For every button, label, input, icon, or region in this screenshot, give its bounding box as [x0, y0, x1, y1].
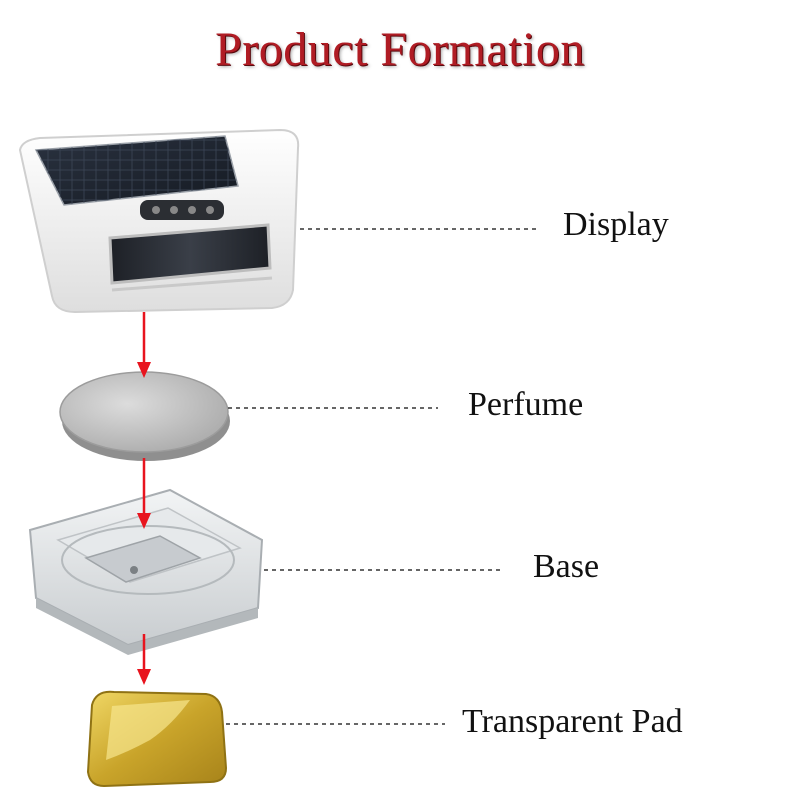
control-button-icon	[206, 206, 214, 214]
button-panel	[140, 200, 224, 220]
leader-lines	[226, 228, 540, 725]
lcd-screen	[108, 223, 272, 285]
display-device-illustration	[18, 128, 300, 314]
flow-arrows	[137, 312, 151, 685]
base-screw-icon	[130, 566, 138, 574]
label-transparent-pad: Transparent Pad	[462, 703, 683, 740]
base-illustration	[28, 488, 264, 655]
label-perfume: Perfume	[468, 386, 584, 423]
arrow-head-icon	[137, 513, 151, 529]
arrow-head-icon	[137, 669, 151, 685]
page-title: Product Formation	[215, 23, 585, 76]
label-display: Display	[563, 206, 669, 243]
control-button-icon	[188, 206, 196, 214]
transparent-pad-illustration	[86, 690, 228, 788]
label-base: Base	[533, 548, 600, 585]
arrow-head-icon	[137, 362, 151, 378]
perfume-disc-illustration	[59, 371, 230, 461]
control-button-icon	[170, 206, 178, 214]
control-button-icon	[152, 206, 160, 214]
